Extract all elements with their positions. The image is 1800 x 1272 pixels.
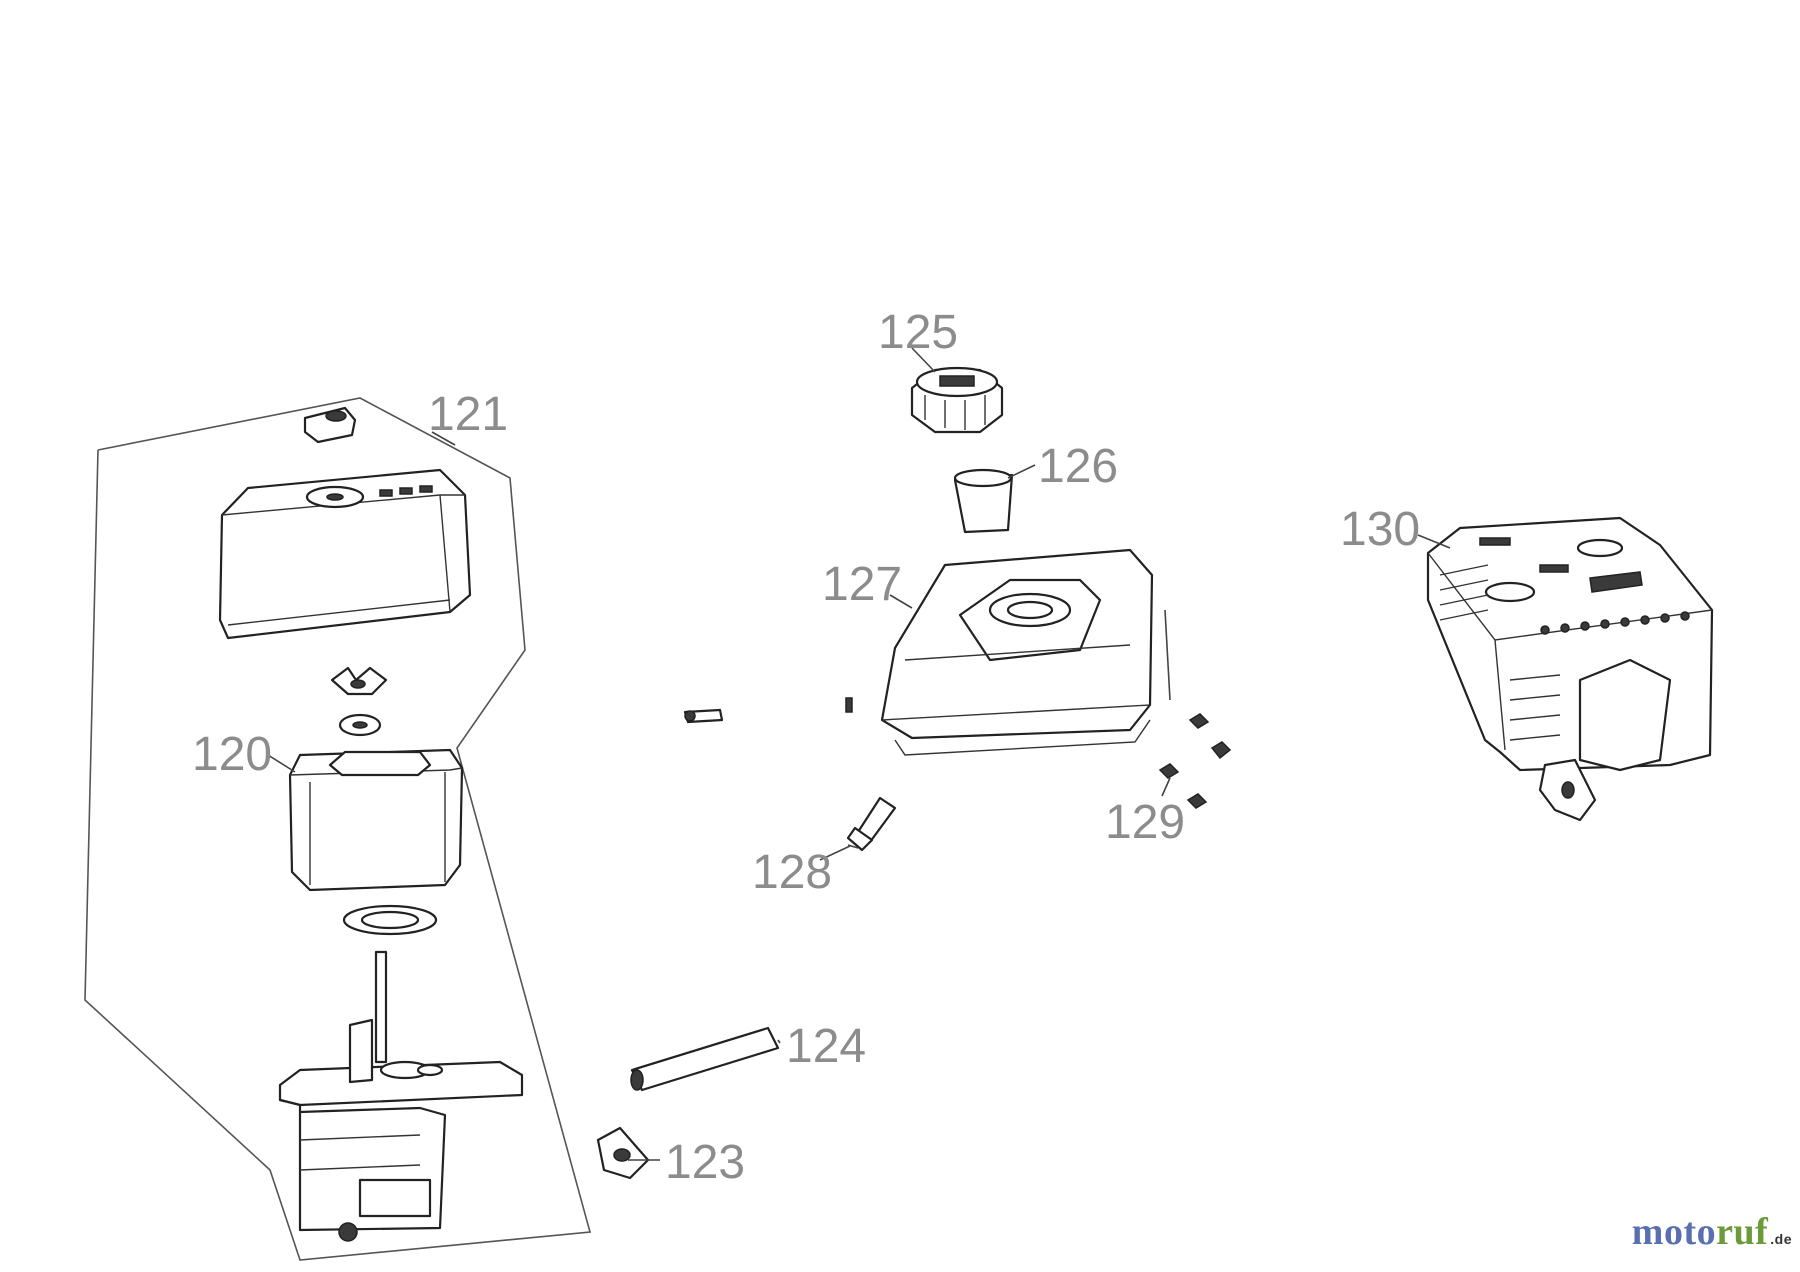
part-121-knob <box>303 406 357 444</box>
label-127: 127 <box>822 558 902 611</box>
leader-126 <box>1007 464 1036 479</box>
washer <box>338 713 382 737</box>
part-130-muffler-guard <box>1426 516 1714 822</box>
label-123: 123 <box>665 1136 745 1189</box>
leader-129 <box>1161 777 1171 797</box>
label-121: 121 <box>428 388 508 441</box>
watermark-suffix: .de <box>1770 1231 1792 1247</box>
wing-nut <box>330 666 388 696</box>
leader-130 <box>1417 534 1451 549</box>
label-130: 130 <box>1340 503 1420 556</box>
part-128-bolt <box>846 796 897 852</box>
leader-124 <box>777 1039 781 1044</box>
part-127-fuel-tank <box>880 548 1171 756</box>
label-129: 129 <box>1105 796 1185 849</box>
watermark-part1: moto <box>1631 1211 1717 1253</box>
leader-121 <box>431 431 456 446</box>
motoruf-watermark: motoruf.de <box>1632 1210 1792 1254</box>
part-124-tube <box>630 1026 780 1092</box>
tank-bolt-left <box>683 708 724 724</box>
leader-125 <box>911 347 936 373</box>
part-129-nuts <box>1158 713 1232 809</box>
part-126-fuel-strainer <box>953 468 1014 534</box>
label-124: 124 <box>786 1020 866 1073</box>
air-filter-group-outline <box>84 397 592 1261</box>
part-filter-base <box>278 950 524 1242</box>
leader-127 <box>889 594 913 609</box>
label-120: 120 <box>192 728 272 781</box>
part-123-gasket <box>596 1126 650 1180</box>
part-120-filter-element <box>288 748 464 892</box>
label-125: 125 <box>878 306 958 359</box>
label-128: 128 <box>752 846 832 899</box>
leader-120 <box>267 754 296 773</box>
leader-128 <box>819 845 851 861</box>
label-126: 126 <box>1038 440 1118 493</box>
tank-nut-small <box>845 697 853 713</box>
part-125-fuel-cap <box>910 366 1004 434</box>
filter-gasket <box>342 904 438 936</box>
watermark-part2: ruf <box>1716 1211 1769 1253</box>
part-121-air-filter-cover <box>218 468 472 640</box>
